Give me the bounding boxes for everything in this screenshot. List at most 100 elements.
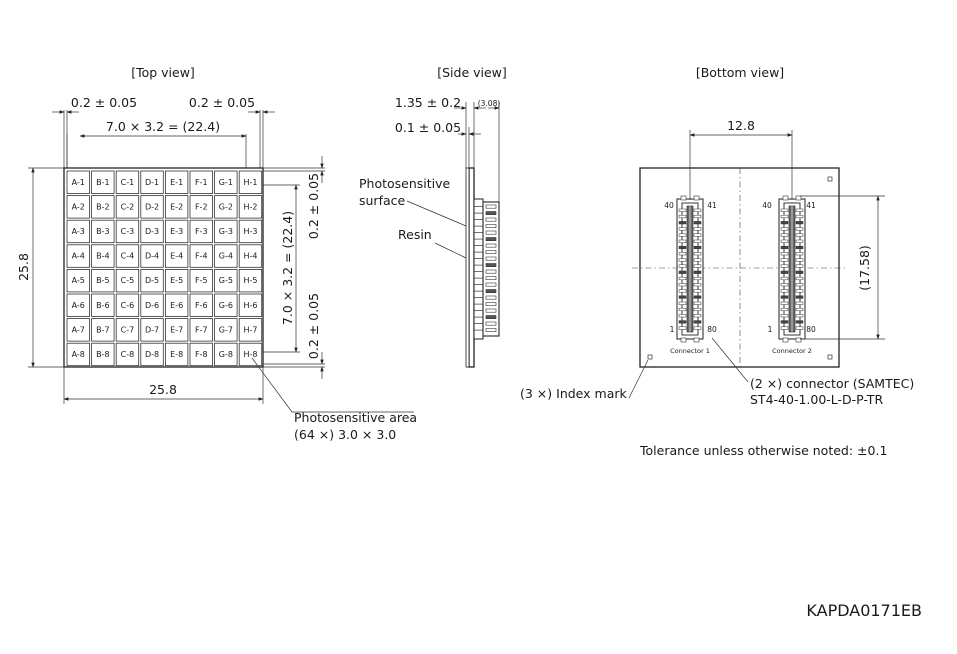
dim-width: 25.8: [149, 382, 177, 397]
pixel-cell: [164, 318, 189, 342]
tolerance-note: Tolerance unless otherwise noted: ±0.1: [639, 443, 887, 458]
pixel-label: F-3: [195, 227, 208, 236]
pixel-label: H-2: [243, 202, 257, 211]
pixel-label: H-5: [243, 276, 257, 285]
connector-pin: [780, 289, 789, 293]
pixel-label: C-7: [121, 325, 135, 334]
pin-80-c1: 80: [707, 325, 717, 334]
pin-40-c2: 40: [762, 201, 772, 210]
pixel-label: B-2: [96, 202, 109, 211]
dim-height: 25.8: [16, 253, 31, 281]
connector-pin: [678, 233, 687, 237]
pixel-label: F-4: [195, 252, 208, 261]
pixel-label: A-5: [72, 276, 85, 285]
pixel-label: F-5: [195, 276, 208, 285]
connector-pin: [678, 245, 687, 250]
pixel-cell: [238, 219, 263, 244]
pixel-cell: [238, 342, 263, 367]
bottom-view-title: [Bottom view]: [696, 65, 784, 80]
connector-pin: [795, 221, 804, 225]
pixel-label: C-2: [121, 202, 135, 211]
pixel-cell: [189, 195, 213, 219]
pixel-label: E-8: [170, 350, 183, 359]
connector-pin: [795, 264, 804, 268]
connector-pin: [678, 258, 687, 262]
pixel-cell: [238, 293, 263, 317]
side-connector-pin: [485, 263, 497, 268]
pixel-label: B-3: [96, 227, 109, 236]
pixel-cell: [189, 342, 213, 367]
connector-1: [676, 195, 704, 343]
pixel-label: D-6: [145, 301, 159, 310]
connector-pin: [678, 252, 687, 256]
pixel-cell: [140, 318, 164, 342]
pixel-cell: [189, 293, 213, 317]
dim-right-margin: 0.2 ± 0.05: [189, 95, 255, 110]
pixel-cell: [238, 318, 263, 342]
connector-pin: [693, 239, 702, 243]
connector-label-1: (2 ×) connector (SAMTEC): [750, 376, 914, 391]
pixel-cell: [214, 219, 238, 244]
dim-pitch-horizontal: 7.0 × 3.2 = (22.4): [106, 119, 220, 134]
connector-pin: [780, 326, 789, 330]
side-view-title: [Side view]: [437, 65, 507, 80]
pixel-label: B-1: [96, 178, 109, 187]
pixel-label: C-5: [121, 276, 135, 285]
pixel-cell: [91, 342, 115, 367]
pixel-label: C-8: [121, 350, 135, 359]
pixel-label: H-4: [243, 252, 257, 261]
pixel-cell: [115, 293, 140, 317]
pixel-label: A-8: [72, 350, 85, 359]
pixel-cell: [189, 170, 213, 194]
connector-2-label: Connector 2: [772, 347, 812, 355]
connector-pin: [780, 276, 789, 281]
pixel-label: E-6: [170, 301, 183, 310]
pixel-cell: [189, 318, 213, 342]
index-mark: [827, 354, 833, 360]
connector-pin: [795, 208, 804, 212]
pixel-cell: [91, 170, 115, 194]
bottom-view-body: [639, 167, 840, 368]
pixel-label: B-4: [96, 252, 109, 261]
connector-pin: [693, 320, 702, 324]
pixel-cell: [238, 244, 263, 268]
connector-pin: [795, 314, 804, 318]
pixel-label: E-2: [170, 202, 183, 211]
connector-pin: [795, 233, 804, 237]
pixel-label: A-6: [72, 301, 85, 310]
label-photosensitive-surface-2: surface: [359, 193, 406, 208]
pixel-label: H-8: [243, 350, 257, 359]
side-connector-pin: [485, 256, 497, 261]
pixel-cell: [164, 244, 189, 268]
pixel-cell: [164, 170, 189, 194]
dim-side-total: (3.08): [478, 99, 501, 108]
photosensitive-area-label: Photosensitive area: [294, 410, 417, 425]
dim-left-margin: 0.2 ± 0.05: [71, 95, 137, 110]
connector-pin: [693, 252, 702, 256]
side-connector-pin: [485, 295, 497, 300]
pixel-label: H-6: [243, 301, 257, 310]
pixel-cell: [115, 318, 140, 342]
pixel-label: E-7: [170, 325, 183, 334]
side-connector-pin: [485, 230, 497, 235]
connector-pin: [693, 245, 702, 250]
pixel-label: E-3: [170, 227, 183, 236]
pixel-label: D-7: [145, 325, 159, 334]
side-connector: [473, 198, 484, 340]
connector-pin: [693, 270, 702, 274]
connector-pin: [795, 227, 804, 231]
connector-pin: [795, 258, 804, 262]
pixel-label: A-1: [72, 178, 85, 187]
connector-pin: [678, 214, 687, 219]
pixel-label: B-5: [96, 276, 109, 285]
pixel-label: B-6: [96, 301, 109, 310]
pixel-label: D-4: [145, 252, 159, 261]
pin-1-c2: 1: [768, 325, 773, 334]
dim-pitch-vertical: 7.0 × 3.2 = (22.4): [280, 211, 295, 325]
side-connector-pin: [485, 237, 497, 242]
pixel-cell: [140, 244, 164, 268]
side-connector-pin: [485, 276, 497, 281]
